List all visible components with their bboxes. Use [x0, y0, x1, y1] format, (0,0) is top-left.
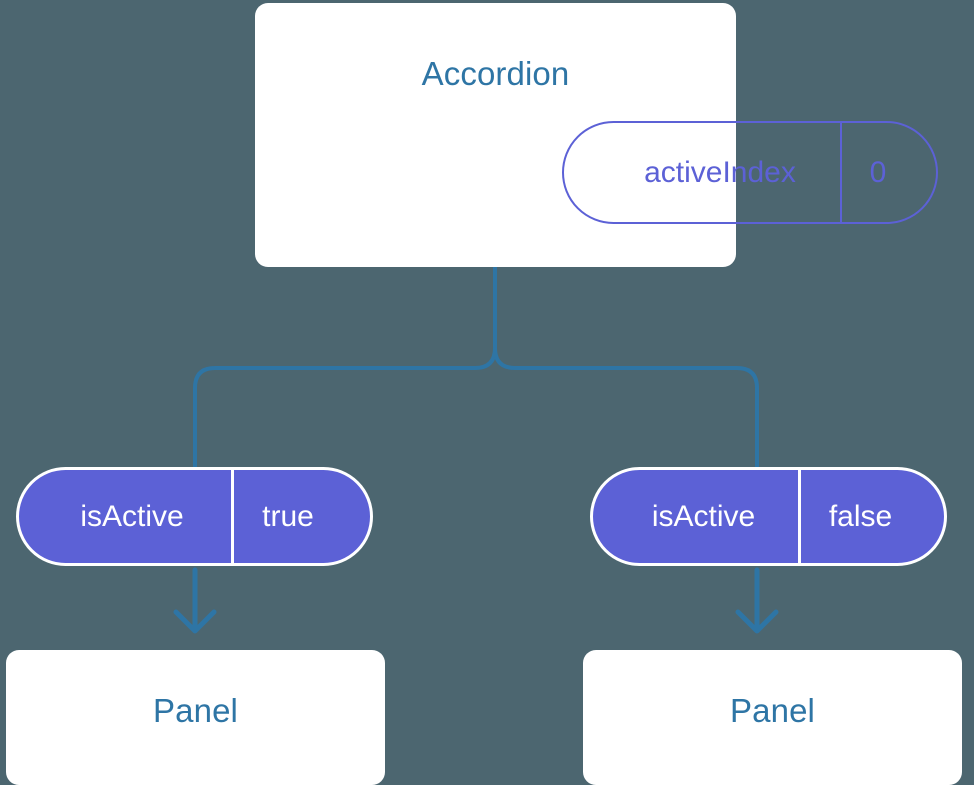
panel-title: Panel: [153, 692, 238, 729]
prop-pill-value: true: [262, 499, 314, 533]
connector-trunk: [193, 265, 497, 469]
arrow-down-left-icon: [173, 567, 217, 634]
state-pill-value: 0: [869, 155, 887, 189]
connector-trunk-right: [493, 346, 759, 469]
prop-pill-key: isActive: [593, 470, 801, 563]
prop-pill-is-active-false[interactable]: isActive false: [590, 467, 947, 566]
prop-pill-is-active-true[interactable]: isActive true: [16, 467, 373, 566]
prop-pill-value: false: [828, 499, 893, 533]
state-pill-key: activeIndex: [564, 123, 842, 222]
panel-component-card-right[interactable]: Panel: [583, 650, 962, 785]
panel-component-card-left[interactable]: Panel: [6, 650, 385, 785]
arrow-down-right-icon: [735, 567, 779, 634]
accordion-component-card[interactable]: Accordion activeIndex 0: [255, 3, 938, 267]
state-pill-active-index[interactable]: activeIndex 0: [562, 121, 938, 224]
prop-pill-key: isActive: [19, 470, 234, 563]
panel-title: Panel: [730, 692, 815, 729]
accordion-title: Accordion: [421, 55, 570, 92]
